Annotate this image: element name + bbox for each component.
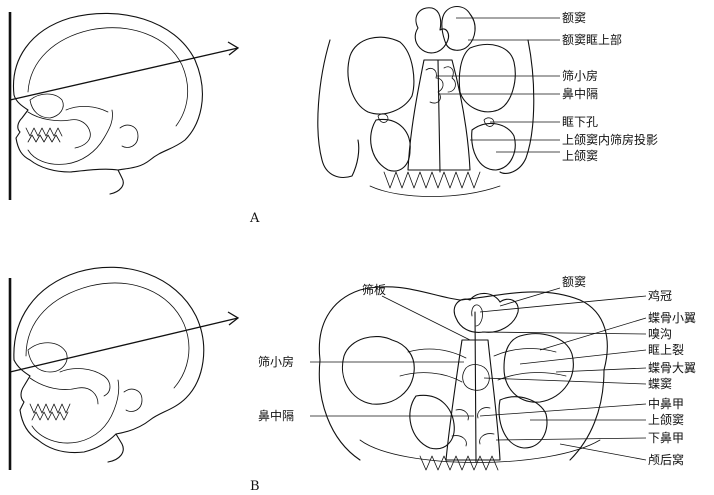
panel-a-nasal-septum bbox=[437, 59, 441, 173]
panel-a-frontal-sinus-left bbox=[414, 7, 449, 54]
panel-b-right-maxillary-sinus bbox=[498, 396, 548, 449]
panel-a-label-maxillary-sinus: 上颌窦 bbox=[562, 148, 598, 163]
panel-b-label-ethmoid-cells: 筛小房 bbox=[258, 354, 294, 369]
panel-b-teeth-row bbox=[419, 455, 499, 471]
panel-b-leaders bbox=[310, 287, 647, 461]
panel-a-orbit bbox=[29, 93, 64, 119]
panel-a-label-ethmoid-projection: 上颌窦内筛房投影 bbox=[562, 132, 658, 147]
panel-a-maxilla bbox=[27, 111, 91, 149]
panel-b-posterior-fossa bbox=[359, 439, 601, 463]
panel-b-beam-arrow-icon bbox=[227, 311, 240, 326]
panel-b-label-sphenoid-sinus: 蝶窦 bbox=[648, 376, 672, 391]
panel-b-mandible bbox=[31, 379, 120, 444]
panel-a-letter: A bbox=[249, 211, 260, 226]
panel-b-left-maxillary-sinus bbox=[409, 394, 455, 450]
panel-b-label-inferior-turbinate: 下鼻甲 bbox=[648, 430, 684, 445]
panel-b-right-orbit bbox=[503, 333, 574, 403]
panel-b-label-greater-wing: 蝶骨大翼 bbox=[648, 360, 696, 375]
panel-a-upper-teeth bbox=[25, 127, 63, 137]
panel-b-sphenoid-sinus bbox=[462, 364, 490, 391]
panel-a-frontal-view bbox=[317, 5, 535, 197]
panel-a-right-maxillary-sinus bbox=[471, 122, 516, 171]
panel-a-labels: 额窦 额窦眶上部 筛小房 鼻中隔 眶下孔 上颌窦内筛房投影 上颌窦 bbox=[562, 11, 658, 163]
panel-b-upper-teeth bbox=[29, 403, 71, 414]
panel-b-lateral-skull bbox=[8, 266, 205, 470]
panel-a: 额窦 额窦眶上部 筛小房 鼻中隔 眶下孔 上颌窦内筛房投影 上颌窦 A bbox=[8, 5, 658, 226]
panel-a-right-infraorbital-foramen bbox=[483, 117, 495, 127]
panel-a-inner-calvaria bbox=[27, 27, 188, 127]
panel-b-frontal-view bbox=[318, 286, 608, 471]
panel-a-zygomatic bbox=[65, 106, 109, 113]
panel-b-ear bbox=[123, 388, 143, 412]
panel-b-sphenoid-wings bbox=[399, 348, 567, 383]
panel-a-label-frontal-sinus: 额窦 bbox=[562, 11, 586, 25]
panel-a-label-ethmoid-cells: 筛小房 bbox=[562, 68, 598, 83]
panel-a-beam bbox=[9, 41, 240, 101]
panel-b-letter: B bbox=[250, 479, 260, 494]
panel-b-left-orbit bbox=[342, 336, 415, 405]
panel-b-face-profile bbox=[13, 359, 124, 463]
panel-b-labels-right: 额窦 鸡冠 蝶骨小翼 嗅沟 眶上裂 蝶骨大翼 蝶窦 中鼻甲 上颌窦 下鼻甲 颅后… bbox=[562, 275, 696, 467]
panel-a-left-maxillary-sinus bbox=[370, 118, 411, 172]
panel-a-lower-teeth bbox=[27, 134, 61, 143]
panel-b-frontal-sinus bbox=[453, 292, 519, 333]
panel-b: 额窦 鸡冠 蝶骨小翼 嗅沟 眶上裂 蝶骨大翼 蝶窦 中鼻甲 上颌窦 下鼻甲 颅后… bbox=[8, 266, 696, 494]
panel-a-cranium-outline bbox=[12, 12, 203, 171]
panel-b-label-nasal-septum: 鼻中隔 bbox=[258, 408, 294, 423]
panel-a-left-infraorbital-foramen bbox=[377, 113, 389, 123]
panel-b-label-cribriform-plate: 筛板 bbox=[362, 282, 386, 297]
panel-b-zygoma bbox=[59, 368, 111, 397]
panel-a-nasal-cavity bbox=[407, 59, 471, 171]
panel-b-label-middle-turbinate: 中鼻甲 bbox=[648, 396, 684, 411]
panel-a-mandible bbox=[27, 109, 113, 165]
panel-a-label-frontal-sinus-supraorbital: 额窦眶上部 bbox=[562, 32, 622, 47]
panel-b-label-superior-orbital-fissure: 眶上裂 bbox=[648, 343, 684, 357]
panel-a-label-infraorbital-foramen: 眶下孔 bbox=[562, 115, 598, 129]
panel-b-beam bbox=[9, 311, 240, 373]
panel-a-left-orbit bbox=[347, 36, 415, 115]
panel-b-labels-left: 筛板 筛小房 鼻中隔 bbox=[258, 282, 386, 423]
panel-b-crista-galli bbox=[471, 304, 483, 327]
panel-a-face-outline-left bbox=[317, 39, 360, 178]
panel-b-label-lesser-wing: 蝶骨小翼 bbox=[648, 310, 696, 325]
panel-b-label-maxillary-sinus: 上颌窦 bbox=[648, 412, 684, 427]
panel-a-face-outline-right bbox=[499, 39, 535, 175]
panel-a-lower-contour bbox=[369, 185, 501, 197]
panel-a-face-profile bbox=[13, 94, 124, 195]
panel-b-label-frontal-sinus: 额窦 bbox=[562, 275, 586, 289]
panel-b-label-posterior-fossa: 颅后窝 bbox=[648, 452, 684, 467]
panel-a-teeth-row bbox=[383, 171, 481, 189]
panel-b-nasal-septum bbox=[474, 311, 477, 463]
panel-b-label-crista-galli: 鸡冠 bbox=[648, 288, 672, 303]
panel-b-label-olfactory-groove: 嗅沟 bbox=[648, 327, 672, 341]
panel-a-right-orbit bbox=[458, 44, 516, 113]
panel-b-inner-calvaria bbox=[25, 282, 190, 389]
panel-b-orbit bbox=[27, 342, 68, 373]
panel-a-frontal-sinus-right bbox=[441, 5, 476, 51]
panel-a-beam-arrow-icon bbox=[227, 41, 240, 56]
panel-a-lateral-skull bbox=[8, 12, 203, 200]
panel-b-lower-teeth bbox=[31, 411, 69, 421]
panel-b-turbinates bbox=[451, 407, 495, 447]
panel-a-label-nasal-septum: 鼻中隔 bbox=[562, 86, 598, 101]
panel-b-nasal-cavity bbox=[445, 339, 501, 461]
panel-b-maxilla bbox=[29, 377, 99, 405]
panel-b-face-left bbox=[318, 359, 361, 461]
panel-b-cranium-outline bbox=[13, 266, 205, 435]
panel-a-ethmoid-cells bbox=[425, 66, 456, 104]
panel-a-ear bbox=[119, 124, 139, 148]
panel-a-leaders bbox=[436, 17, 560, 153]
